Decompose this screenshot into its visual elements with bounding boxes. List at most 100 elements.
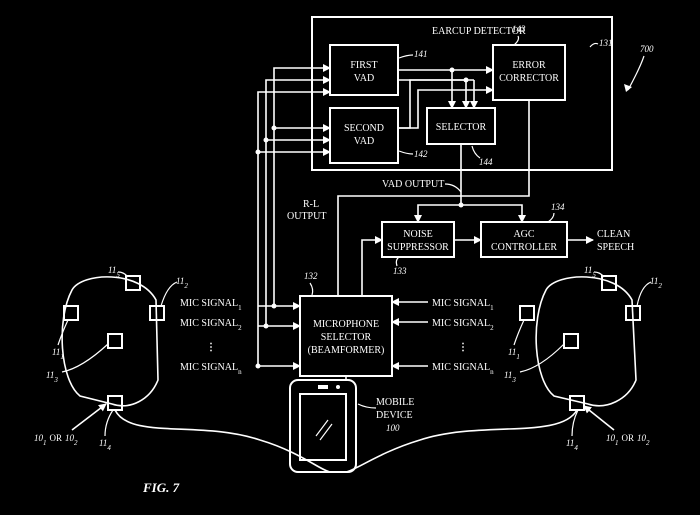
mobile-camera — [336, 385, 340, 389]
selector-ref: 144 — [479, 157, 493, 167]
earcup-detector-box — [311, 16, 613, 171]
left-leader-5 — [117, 271, 129, 278]
clean-speech-line1: CLEAN — [597, 229, 630, 240]
mic-selector-line1: MICROPHONE — [313, 319, 379, 330]
junction-dot — [255, 149, 261, 155]
error-corrector-leader — [513, 35, 520, 46]
selector-leader — [471, 145, 481, 159]
earcup-detector-leader — [589, 42, 599, 48]
beamformer-to-noise-suppressor — [361, 236, 383, 296]
rl-output-line — [337, 195, 461, 296]
mic-selector-line2: SELECTOR — [321, 332, 372, 343]
right-leader-2 — [636, 281, 652, 307]
vad-to-agc — [461, 204, 526, 223]
right-earcup-ref-arrow — [583, 405, 615, 431]
screen-glare-2 — [319, 423, 333, 441]
figure-label: FIG. 7 — [142, 480, 180, 495]
left-ref-11-3: 113 — [46, 370, 58, 384]
bus-1-to-first-vad — [273, 64, 331, 306]
left-mic-2 — [149, 305, 165, 321]
clean-speech-line2: SPEECH — [597, 242, 634, 253]
noise-suppressor-leader — [395, 256, 400, 267]
second-vad-line2: VAD — [354, 136, 374, 147]
earcup-detector-title: EARCUP DETECTOR — [432, 26, 526, 37]
error-corrector-line1: ERROR — [512, 60, 546, 71]
left-mic-1 — [63, 305, 79, 321]
right-ref-11-2: 112 — [650, 276, 662, 290]
right-leader-4 — [571, 409, 579, 437]
mobile-device-screen — [299, 393, 347, 461]
right-leader-1 — [513, 319, 525, 346]
right-ref-11-3: 113 — [504, 370, 516, 384]
second-vad-ref: 142 — [414, 149, 428, 159]
noise-suppressor-ref: 133 — [393, 266, 407, 276]
noise-suppressor-line2: SUPPRESSOR — [387, 242, 449, 253]
left-leader-2 — [160, 281, 178, 307]
mic-signal-right-1: MIC SIGNAL1 — [432, 298, 494, 312]
first-vad-leader — [398, 54, 414, 59]
junction-dot — [463, 77, 469, 83]
mobile-device-ref: 100 — [386, 423, 400, 433]
system-ref-leader — [627, 55, 645, 91]
junction-dot — [449, 67, 455, 73]
system-ref-arrowhead — [624, 84, 632, 92]
junction-dot — [255, 363, 261, 369]
ellipsis-left: ⋮ — [206, 342, 216, 353]
first-vad-line1: FIRST — [350, 60, 377, 71]
left-ref-11-5: 115 — [108, 265, 120, 279]
second-vad-to-corrector — [398, 86, 494, 129]
rl-output-line2: OUTPUT — [287, 211, 326, 222]
mobile-device-line2: DEVICE — [376, 410, 413, 421]
agc-controller-line2: CONTROLLER — [491, 242, 557, 253]
second-vad-to-selector — [398, 79, 470, 129]
mobile-device-line1: MOBILE — [376, 397, 414, 408]
right-leader-5 — [593, 271, 605, 278]
ellipsis-right: ⋮ — [458, 342, 468, 353]
mic-signal-left-n: MIC SIGNALn — [180, 362, 242, 376]
left-ref-11-1: 111 — [52, 347, 64, 361]
left-earcup-outline — [61, 276, 159, 407]
left-mic-3 — [107, 333, 123, 349]
junction-dot — [271, 125, 277, 131]
selector-label: SELECTOR — [436, 122, 487, 133]
mic-signal-left-2: MIC SIGNAL2 — [180, 318, 242, 332]
junction-dot — [271, 303, 277, 309]
left-earcup-ref-arrow — [71, 403, 107, 431]
mic-selector-ref: 132 — [304, 271, 318, 281]
noise-suppressor-line1: NOISE — [403, 229, 432, 240]
right-ref-11-4: 114 — [566, 438, 578, 452]
agc-controller-ref: 134 — [551, 202, 565, 212]
mic-selector-line3: (BEAMFORMER) — [308, 345, 385, 356]
left-leader-1 — [57, 319, 69, 346]
vad-output-label: VAD OUTPUT — [382, 179, 444, 190]
right-earcup-outline — [535, 276, 637, 407]
first-vad-line2: VAD — [354, 73, 374, 84]
vad-to-noise-suppressor — [414, 204, 461, 223]
bus-n-to-first-vad — [257, 88, 331, 366]
right-mic-5 — [601, 275, 617, 291]
junction-dot — [263, 137, 269, 143]
second-vad-box — [329, 107, 399, 164]
left-ref-11-2: 112 — [176, 276, 188, 290]
first-vad-ref: 141 — [414, 49, 428, 59]
agc-controller-leader — [547, 212, 555, 223]
left-leader-3 — [61, 343, 109, 373]
vad-output-leader — [444, 183, 462, 193]
system-ref: 700 — [640, 44, 654, 54]
mobile-device-leader — [357, 403, 377, 409]
bus-2-to-first-vad — [265, 76, 331, 326]
rl-output-line1: R-L — [303, 199, 319, 210]
mobile-speaker — [318, 385, 328, 389]
left-leader-4 — [104, 409, 114, 437]
right-mic-1 — [519, 305, 535, 321]
second-vad-leader — [398, 150, 414, 155]
mobile-device-outline — [289, 379, 357, 473]
second-vad-line1: SECOND — [344, 123, 384, 134]
mic-signal-right-2: MIC SIGNAL2 — [432, 318, 494, 332]
mic-signal-right-n: MIC SIGNALn — [432, 362, 494, 376]
error-corrector-line2: CORRECTOR — [499, 73, 559, 84]
junction-dot — [263, 323, 269, 329]
right-leader-3 — [519, 343, 565, 373]
